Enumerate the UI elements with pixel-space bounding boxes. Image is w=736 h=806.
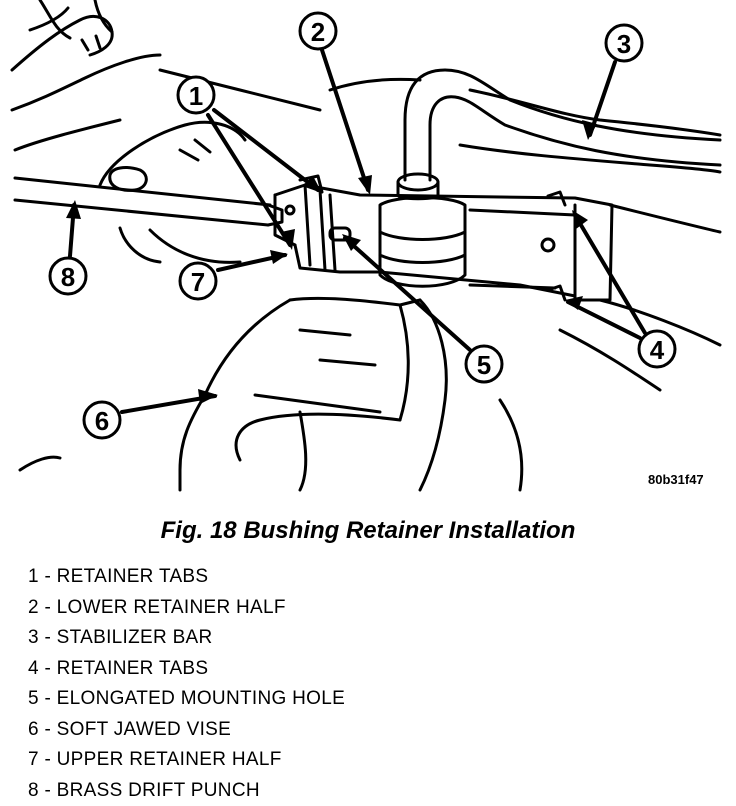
upper-hand-drawing: [12, 0, 160, 110]
lower-hand-drawing: [100, 122, 245, 262]
legend-item: 3 - STABILIZER BAR: [28, 623, 345, 654]
stabilizer-bar-drawing: [398, 70, 720, 199]
legend-item: 4 - RETAINER TABS: [28, 654, 345, 685]
callout-5-label: 5: [477, 350, 491, 380]
legend-item: 2 - LOWER RETAINER HALF: [28, 593, 345, 624]
legend-item: 6 - SOFT JAWED VISE: [28, 715, 345, 746]
callout-7-label: 7: [191, 267, 205, 297]
callout-1-label: 1: [189, 81, 203, 111]
callout-4-label: 4: [650, 335, 665, 365]
legend-item: 7 - UPPER RETAINER HALF: [28, 745, 345, 776]
bushing-retainer-illustration: 1 2 3 4 5 6 7 8 80b31f47: [0, 0, 736, 500]
callout-markers: [50, 13, 675, 438]
drift-punch-drawing: [15, 178, 282, 225]
callout-3-label: 3: [617, 29, 631, 59]
callout-6-label: 6: [95, 406, 109, 436]
callout-8-label: 8: [61, 262, 75, 292]
bushing-retainer-drawing: [275, 176, 612, 300]
soft-jawed-vise-drawing: [180, 298, 446, 490]
callout-2-label: 2: [311, 17, 325, 47]
figure-caption: Fig. 18 Bushing Retainer Installation: [0, 517, 736, 545]
legend-item: 8 - BRASS DRIFT PUNCH: [28, 776, 345, 806]
figure-code: 80b31f47: [648, 472, 704, 487]
legend-item: 1 - RETAINER TABS: [28, 562, 345, 593]
parts-legend: 1 - RETAINER TABS 2 - LOWER RETAINER HAL…: [28, 562, 345, 806]
legend-item: 5 - ELONGATED MOUNTING HOLE: [28, 684, 345, 715]
